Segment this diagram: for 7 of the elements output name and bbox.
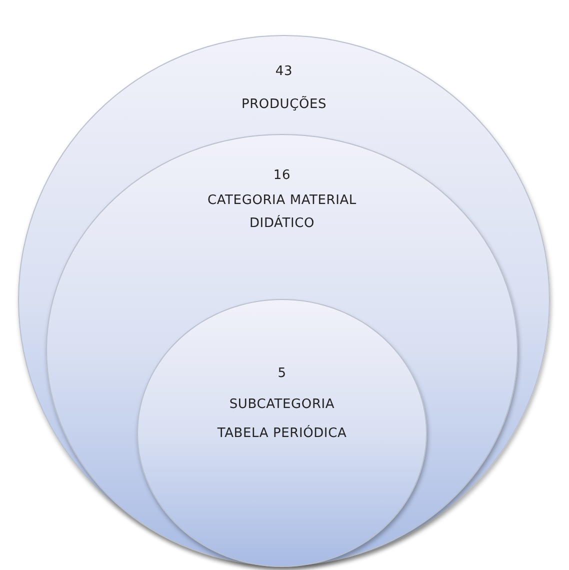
set-label: CATEGORIA MATERIAL DIDÁTICO — [206, 192, 358, 233]
set-label: PRODUÇÕES — [241, 95, 327, 114]
count-label: 16 — [273, 167, 291, 185]
count-label: 5 — [278, 365, 286, 383]
count-label: 43 — [275, 63, 293, 81]
set-label: TABELA PERIÓDICA — [217, 424, 347, 443]
set-label: SUBCATEGORIA — [229, 396, 335, 414]
